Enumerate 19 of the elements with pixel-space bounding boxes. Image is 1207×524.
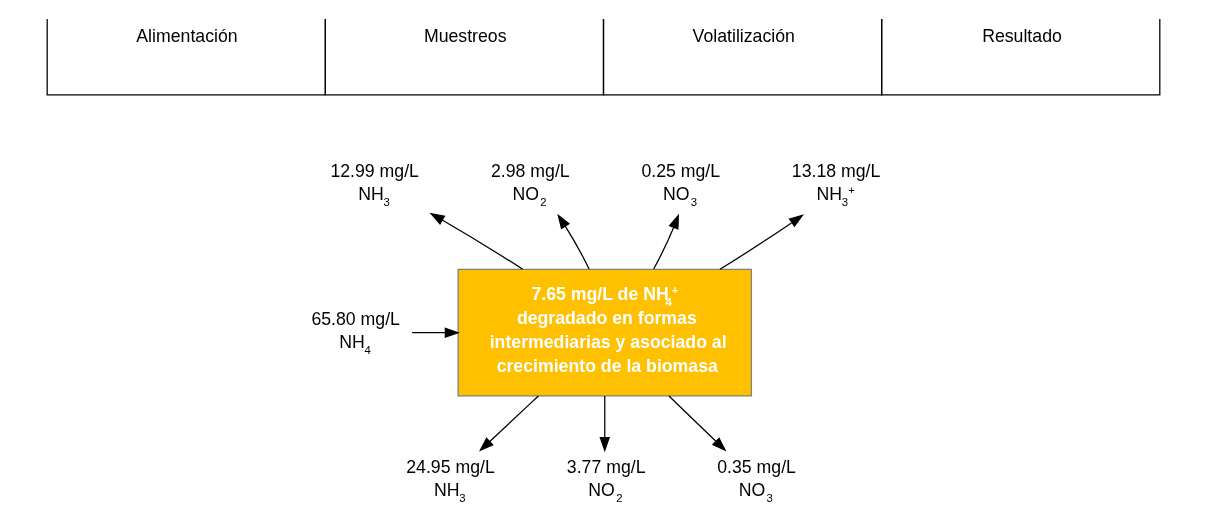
node-text: 0.25 mg/L NO$_{3}$ bbox=[641, 160, 721, 208]
arrow bbox=[411, 326, 460, 338]
node-text: 12.99 mg/L NH$_{3}$ bbox=[330, 160, 419, 208]
arrow bbox=[668, 394, 727, 452]
arrow bbox=[479, 394, 539, 452]
label: Muestreos bbox=[423, 25, 507, 46]
arrow bbox=[599, 394, 611, 452]
arrow bbox=[653, 213, 679, 270]
label: Alimentación bbox=[136, 25, 238, 46]
node-text: 2.98 mg/L NO$_{2}$ bbox=[490, 160, 570, 208]
label: Resultado bbox=[982, 25, 1062, 46]
node-text: 65.80 mg/L NH$_{4}$ bbox=[311, 308, 400, 356]
arrow bbox=[429, 212, 524, 270]
arrow bbox=[557, 213, 590, 270]
label: Volatilización bbox=[692, 25, 795, 46]
node-text: 24.95 mg/L NH$_{3}$ bbox=[406, 456, 495, 504]
node-text: 3.77 mg/L NO$_{2}$ bbox=[566, 456, 646, 504]
node-text: 0.35 mg/L NO$_{3}$ bbox=[717, 456, 796, 504]
arrow bbox=[719, 213, 804, 270]
